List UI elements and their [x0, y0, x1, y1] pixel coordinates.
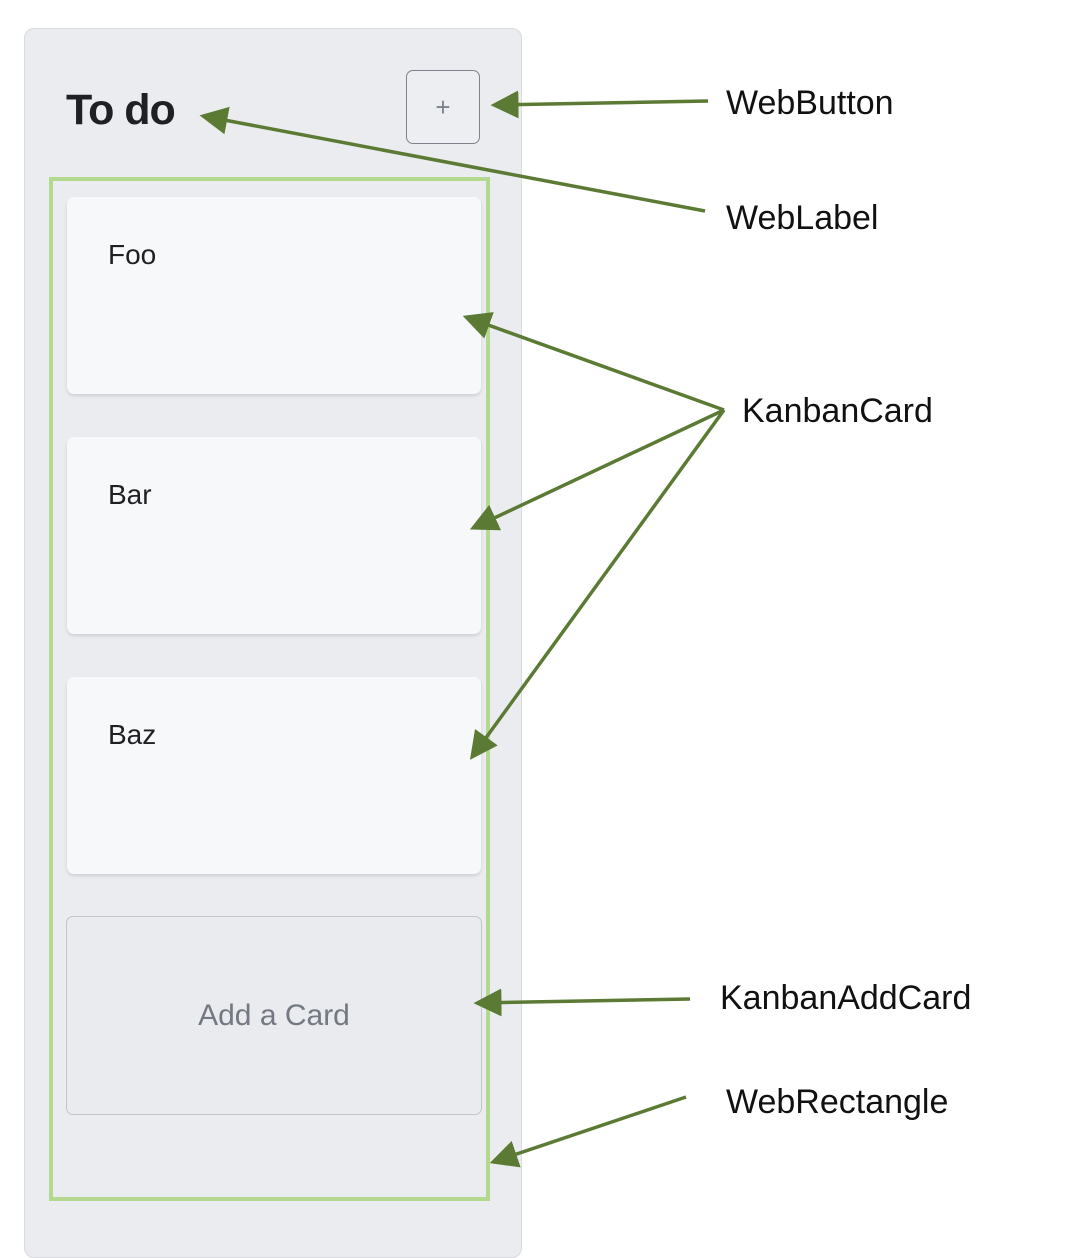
arrow-weblabel [199, 106, 706, 213]
callout-webbutton: WebButton [726, 84, 894, 122]
add-button[interactable]: + [406, 70, 480, 144]
card-title: Foo [108, 239, 157, 270]
arrow-kanbancard-foo [462, 312, 725, 412]
kanban-card[interactable]: Foo [67, 197, 481, 394]
card-title: Bar [108, 479, 152, 510]
annotation-arrows [199, 90, 726, 1168]
arrow-kanbanaddcard [473, 988, 691, 1017]
callout-weblabel: WebLabel [726, 199, 879, 237]
callout-kanbanaddcard: KanbanAddCard [720, 979, 972, 1017]
arrow-kanbancard-baz [469, 408, 726, 760]
web-rectangle [49, 177, 490, 1201]
arrow-webbutton [490, 90, 709, 119]
callout-kanbancard: KanbanCard [742, 392, 933, 430]
arrow-kanbancard-bar [469, 408, 725, 531]
column-title: To do [66, 86, 176, 134]
add-card-button[interactable]: Add a Card [66, 916, 482, 1115]
arrow-webrectangle [489, 1095, 687, 1168]
add-card-label: Add a Card [198, 998, 350, 1032]
card-title: Baz [108, 719, 157, 750]
kanban-card[interactable]: Baz [67, 677, 481, 874]
kanban-card[interactable]: Bar [67, 437, 481, 634]
callout-webrectangle: WebRectangle [726, 1083, 949, 1121]
